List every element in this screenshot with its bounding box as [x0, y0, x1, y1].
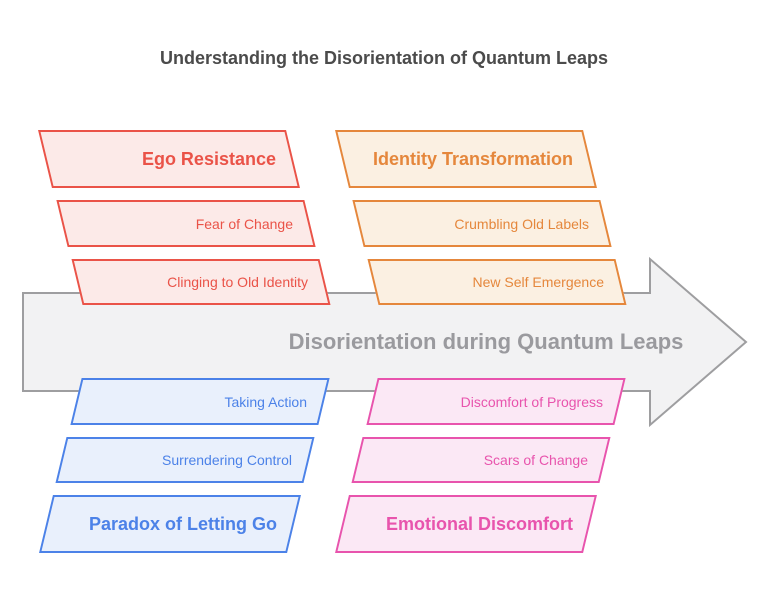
- page-title: Understanding the Disorientation of Quan…: [159, 48, 609, 68]
- arrow-label: Disorientation during Quantum Leaps: [288, 329, 684, 354]
- arrow-shape: [22, 256, 748, 428]
